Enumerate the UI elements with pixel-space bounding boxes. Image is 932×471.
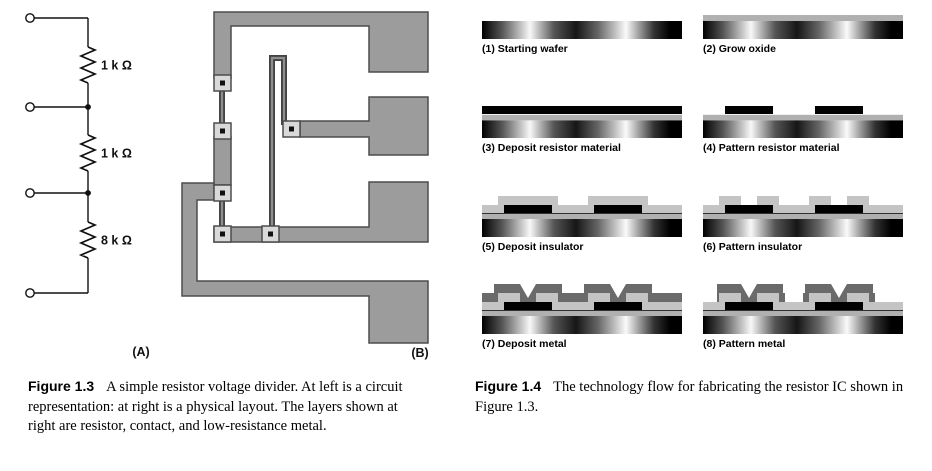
insulator-base (703, 302, 903, 310)
metal-trace-top-pad1 (213, 11, 429, 79)
resistor-film (725, 205, 773, 213)
oxide-interface-line (703, 212, 903, 214)
resistor-film (815, 106, 863, 114)
resistor-value-3: 8 k Ω (101, 234, 132, 248)
insulator-base (482, 302, 682, 310)
insulator-bump (847, 293, 869, 302)
wafer (482, 219, 682, 237)
oxide (482, 114, 682, 121)
metal-layer (482, 284, 682, 302)
resistor-film (725, 106, 773, 114)
resistor-symbol-2 (78, 134, 98, 172)
resistor-symbol-3 (78, 221, 98, 259)
terminal-2 (25, 102, 35, 112)
step-8-label: (8) Pattern metal (703, 338, 786, 350)
insulator-bump (588, 293, 610, 302)
step-5-cross-section (482, 196, 682, 237)
panel-b-label: (B) (411, 346, 428, 360)
step-2-label: (2) Grow oxide (703, 43, 776, 55)
step-7-label: (7) Deposit metal (482, 338, 567, 350)
panel-a-label: (A) (132, 345, 149, 359)
insulator-bump (498, 293, 520, 302)
physical-layout: (B) (181, 11, 429, 360)
insulator-bump (626, 293, 648, 302)
resistor-film (482, 106, 682, 114)
oxide-interface-line (703, 309, 903, 311)
wafer (703, 316, 903, 334)
step-7-cross-section (482, 284, 682, 334)
insulator-bump (757, 196, 779, 205)
resistor-film (594, 302, 642, 310)
wafer (482, 21, 682, 39)
resistor-film (504, 302, 552, 310)
terminal-3 (25, 188, 35, 198)
resistor-value-2: 1 k Ω (101, 147, 132, 161)
metal-layer-right (803, 284, 875, 302)
step-4-label: (4) Pattern resistor material (703, 142, 840, 154)
insulator-bump (536, 293, 558, 302)
circuit-schematic: 1 k Ω 1 k Ω 8 k Ω (A) (25, 13, 150, 359)
figure-1-3-caption-label: Figure 1.3 (28, 378, 95, 394)
oxide (703, 114, 903, 121)
resistor-value-1: 1 k Ω (101, 59, 132, 73)
terminal-wires (34, 17, 88, 294)
step-4-cross-section (703, 106, 903, 138)
figure-1-4-caption-label: Figure 1.4 (475, 378, 542, 394)
insulator-bump (757, 293, 779, 302)
metal-segment-left (213, 136, 232, 186)
terminal-4 (25, 288, 35, 298)
wafer (482, 120, 682, 138)
wafer (482, 316, 682, 334)
oxide (703, 213, 903, 219)
step-3-cross-section (482, 106, 682, 138)
resistor-symbol-1 (78, 46, 98, 84)
resistor-film (725, 302, 773, 310)
insulator-bump (847, 196, 869, 205)
step-5-label: (5) Deposit insulator (482, 241, 584, 253)
oxide (482, 213, 682, 219)
insulator-base (703, 205, 903, 213)
step-3-label: (3) Deposit resistor material (482, 142, 621, 154)
oxide-interface-line (482, 309, 682, 311)
figure-1-3-caption-text: A simple resistor voltage divider. At le… (28, 379, 403, 434)
insulator-bump (809, 196, 831, 205)
insulator-bump (719, 293, 741, 302)
oxide-interface-line (482, 212, 682, 214)
metal-layer-left (717, 284, 785, 302)
insulator-bump (719, 196, 741, 205)
insulator-bump (588, 196, 648, 205)
oxide (703, 15, 903, 21)
junction-dot-2 (85, 190, 91, 196)
insulator-bump (809, 293, 831, 302)
resistor-film (504, 205, 552, 213)
insulator-bump (498, 196, 558, 205)
contact-dots (220, 80, 294, 237)
terminal-1 (25, 13, 35, 23)
oxide (482, 310, 682, 316)
step-2-cross-section (703, 15, 903, 39)
metal-trace-bottom-pad3 (213, 181, 429, 243)
contacts (213, 74, 301, 243)
wafer (703, 120, 903, 138)
resistor-segments (219, 55, 287, 232)
wafer (703, 219, 903, 237)
junction-dot-1 (85, 104, 91, 110)
wafer (703, 21, 903, 39)
oxide (703, 310, 903, 316)
resistor-film (815, 302, 863, 310)
insulator-base (482, 205, 682, 213)
resistor-film (594, 205, 642, 213)
step-6-cross-section (703, 196, 903, 237)
figure-1-4-caption-text: The technology flow for fabricating the … (475, 379, 904, 415)
step-1-label: (1) Starting wafer (482, 43, 568, 55)
step-6-label: (6) Pattern insulator (703, 241, 803, 253)
step-8-cross-section (703, 284, 903, 334)
resistor-film (815, 205, 863, 213)
step-1-cross-section (482, 21, 682, 39)
metal-trace-mid-pad2 (299, 96, 429, 156)
